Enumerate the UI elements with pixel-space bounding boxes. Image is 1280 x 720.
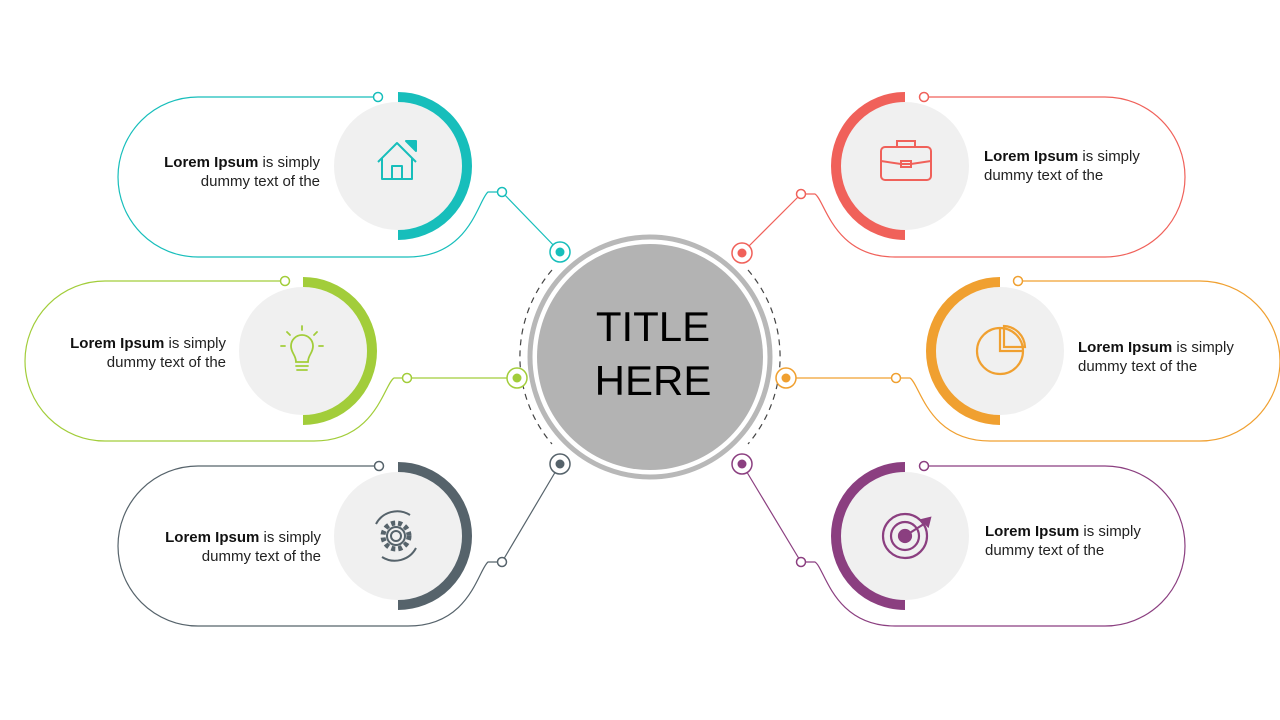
item-top-left bbox=[117, 91, 571, 263]
item-text-line2: dummy text of the bbox=[106, 354, 226, 371]
accent-arc bbox=[302, 277, 377, 425]
item-text-rest: is simply bbox=[1078, 148, 1140, 165]
hub-node-dot bbox=[555, 247, 565, 257]
connector-dot bbox=[279, 275, 291, 287]
connector-dot bbox=[401, 372, 413, 384]
connector-dot bbox=[918, 91, 930, 103]
connector-line bbox=[741, 193, 802, 254]
pie-chart-icon bbox=[975, 324, 1027, 376]
item-bottom-left bbox=[117, 453, 571, 627]
item-middle-right bbox=[775, 275, 1280, 442]
connector-dot bbox=[890, 372, 902, 384]
item-text-top-right: Lorem Ipsum is simply dummy text of the bbox=[984, 147, 1184, 185]
item-title: Lorem Ipsum bbox=[984, 148, 1079, 165]
item-title: Lorem Ipsum bbox=[165, 529, 260, 546]
capsule-outline bbox=[896, 280, 1280, 442]
connector-line bbox=[501, 191, 561, 253]
connector-line bbox=[501, 463, 561, 563]
target-icon bbox=[881, 512, 932, 560]
connector-dot bbox=[373, 460, 385, 472]
accent-arc bbox=[926, 277, 1001, 425]
icon-circle bbox=[239, 287, 367, 415]
connector-dot bbox=[496, 556, 508, 568]
connector-dot bbox=[496, 186, 508, 198]
item-text-bottom-left: Lorem Ipsum is simply dummy text of the bbox=[121, 528, 321, 566]
home-icon bbox=[377, 140, 417, 180]
capsule-outline bbox=[801, 465, 1186, 627]
item-bottom-right bbox=[731, 453, 1186, 627]
item-title: Lorem Ipsum bbox=[164, 154, 259, 171]
accent-arc bbox=[397, 92, 472, 240]
capsule-outline bbox=[117, 465, 502, 627]
capsule-outline bbox=[801, 96, 1186, 258]
item-text-rest: is simply bbox=[1079, 523, 1141, 540]
item-text-line2: dummy text of the bbox=[200, 173, 320, 190]
lightbulb-icon bbox=[280, 325, 324, 371]
hub-node-dot bbox=[781, 373, 791, 383]
center-hub bbox=[519, 234, 781, 480]
item-title: Lorem Ipsum bbox=[1078, 339, 1173, 356]
gear-icon bbox=[375, 510, 417, 562]
center-circle bbox=[537, 244, 763, 470]
item-title: Lorem Ipsum bbox=[985, 523, 1080, 540]
item-middle-left bbox=[24, 275, 528, 442]
left-dashed-arc bbox=[519, 269, 553, 445]
center-title: TITLE HERE bbox=[548, 300, 758, 408]
connector-dot bbox=[795, 556, 807, 568]
accent-arc bbox=[397, 462, 472, 610]
center-outer-ring bbox=[527, 234, 773, 480]
item-text-middle-left: Lorem Ipsum is simply dummy text of the bbox=[26, 334, 226, 372]
hub-node-dot bbox=[555, 459, 565, 469]
connector-dot bbox=[918, 460, 930, 472]
item-text-rest: is simply bbox=[164, 335, 226, 352]
connector-line bbox=[741, 463, 802, 563]
connector-dot bbox=[1012, 275, 1024, 287]
accent-arc bbox=[831, 462, 906, 610]
briefcase-icon bbox=[880, 140, 932, 181]
item-top-right bbox=[731, 91, 1186, 264]
item-text-middle-right: Lorem Ipsum is simply dummy text of the bbox=[1078, 338, 1278, 376]
item-text-rest: is simply bbox=[1172, 339, 1234, 356]
capsule-outline bbox=[24, 280, 407, 442]
connector-dot bbox=[372, 91, 384, 103]
item-text-line2: dummy text of the bbox=[985, 542, 1105, 559]
hub-node-dot bbox=[512, 373, 522, 383]
accent-arc bbox=[831, 92, 906, 240]
item-text-line2: dummy text of the bbox=[984, 167, 1104, 184]
item-title: Lorem Ipsum bbox=[70, 335, 165, 352]
item-text-line2: dummy text of the bbox=[1078, 358, 1198, 375]
item-text-bottom-right: Lorem Ipsum is simply dummy text of the bbox=[985, 522, 1185, 560]
hub-node-dot bbox=[737, 459, 747, 469]
capsule-outline bbox=[117, 96, 502, 258]
title-line-1: TITLE bbox=[595, 303, 711, 350]
hub-node-dot bbox=[737, 248, 747, 258]
item-text-line2: dummy text of the bbox=[201, 548, 321, 565]
right-dashed-arc bbox=[747, 269, 781, 445]
icon-circle bbox=[334, 472, 462, 600]
title-line-2: HERE bbox=[594, 357, 712, 404]
item-text-top-left: Lorem Ipsum is simply dummy text of the bbox=[120, 153, 320, 191]
connector-dot bbox=[795, 188, 807, 200]
item-text-rest: is simply bbox=[258, 154, 320, 171]
item-text-rest: is simply bbox=[259, 529, 321, 546]
